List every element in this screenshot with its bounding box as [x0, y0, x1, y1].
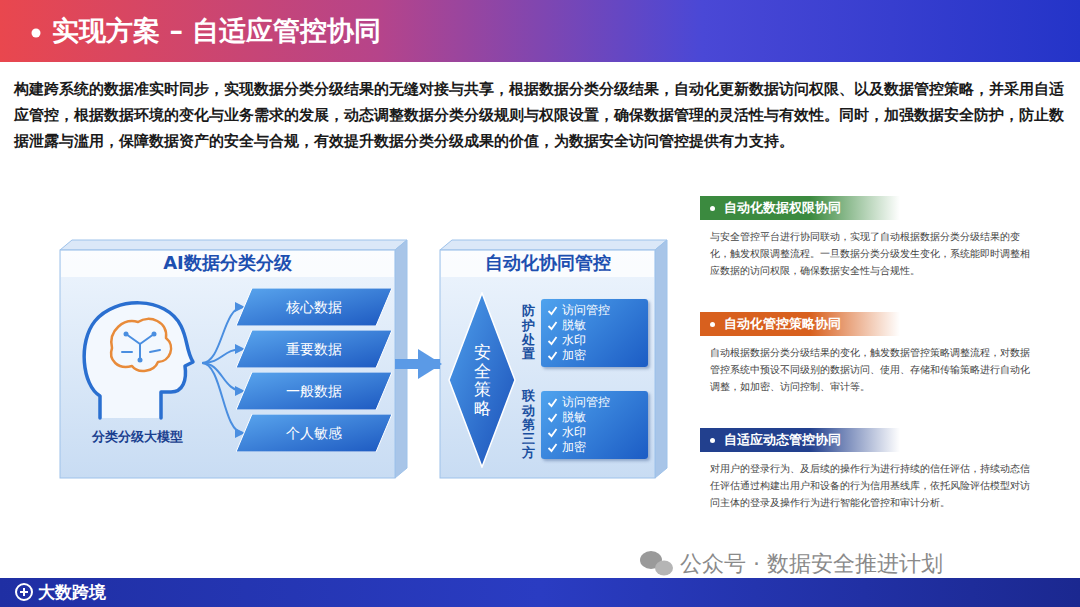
intro-paragraph: 构建跨系统的数据准实时同步，实现数据分类分级结果的无缝对接与共享，根据数据分类分… — [14, 76, 1066, 154]
action-text: 脱敏 — [562, 410, 586, 425]
check-icon — [547, 442, 558, 453]
action-text: 脱敏 — [562, 318, 586, 333]
data-level-band: 重要数据 — [236, 330, 392, 368]
section-heading: 自动化数据权限协同 — [700, 196, 900, 220]
check-icon — [547, 305, 558, 316]
vertical-label: 联动第三方 — [522, 389, 535, 460]
action-item: 加密 — [547, 348, 642, 363]
panel-box: 自动化协同管控安全策略防护处置访问管控脱敏水印加密联动第三方访问管控脱敏水印加密 — [440, 250, 655, 478]
check-icon — [547, 350, 558, 361]
action-item: 访问管控 — [547, 395, 642, 410]
check-icon — [547, 412, 558, 423]
band-label: 个人敏感 — [236, 414, 392, 452]
heading-dot — [710, 322, 715, 327]
action-item: 水印 — [547, 333, 642, 348]
band-label: 核心数据 — [236, 288, 392, 326]
panel-title: 自动化协同管控 — [440, 250, 655, 276]
branch-arrow — [202, 363, 243, 433]
action-item: 访问管控 — [547, 303, 642, 318]
section-title: 自动化管控策略协同 — [724, 315, 841, 333]
action-text: 加密 — [562, 348, 586, 363]
section-title: 自适应动态管控协同 — [724, 431, 841, 449]
vertical-label: 防护处置 — [522, 304, 535, 361]
check-icon — [547, 320, 558, 331]
data-level-band: 核心数据 — [236, 288, 392, 326]
logo-icon — [16, 584, 32, 600]
heading-dot — [710, 206, 715, 211]
data-level-band: 个人敏感 — [236, 414, 392, 452]
action-card: 联动第三方访问管控脱敏水印加密 — [522, 384, 648, 466]
action-list: 访问管控脱敏水印加密 — [541, 391, 648, 459]
action-text: 水印 — [562, 333, 586, 348]
panel-box: AI数据分类分级分类分级大模型 核心数据重要数据一般数据个人敏感 — [60, 250, 395, 478]
band-label: 一般数据 — [236, 372, 392, 410]
section-heading: 自适应动态管控协同 — [700, 428, 900, 452]
action-item: 脱敏 — [547, 410, 642, 425]
wechat-icon — [640, 551, 673, 576]
info-section: 自动化数据权限协同与安全管控平台进行协同联动，实现了自动根据数据分类分级结果的变… — [700, 196, 1045, 283]
action-item: 水印 — [547, 425, 642, 440]
action-card: 防护处置访问管控脱敏水印加密 — [522, 296, 648, 370]
data-level-band: 一般数据 — [236, 372, 392, 410]
box-3d — [440, 240, 667, 478]
section-body: 自动根据数据分类分级结果的变化，触发数据管控策略调整流程，对数据管控系统中预设不… — [700, 336, 1045, 399]
action-item: 脱敏 — [547, 318, 642, 333]
model-node: 分类分级大模型 — [72, 300, 202, 450]
action-text: 加密 — [562, 440, 586, 455]
info-section: 自动化管控策略协同自动根据数据分类分级结果的变化，触发数据管控策略调整流程，对数… — [700, 312, 1045, 399]
action-text: 访问管控 — [562, 303, 610, 318]
band-label: 重要数据 — [236, 330, 392, 368]
logo-text: 大数跨境 — [38, 581, 106, 604]
diamond-label: 安全策略 — [474, 343, 491, 418]
action-text: 水印 — [562, 425, 586, 440]
footer-bar — [0, 578, 1080, 607]
action-list: 访问管控脱敏水印加密 — [541, 299, 648, 367]
check-icon — [547, 335, 558, 346]
slide-title: 实现方案 – 自适应管控协同 — [52, 13, 381, 49]
action-item: 加密 — [547, 440, 642, 455]
branch-arrow — [202, 307, 243, 363]
heading-dot — [710, 438, 715, 443]
watermark: 公众号 · 数据安全推进计划 — [680, 549, 943, 579]
branch-arrow — [202, 349, 243, 363]
section-title: 自动化数据权限协同 — [724, 199, 841, 217]
section-body: 与安全管控平台进行协同联动，实现了自动根据数据分类分级结果的变化，触发权限调整流… — [700, 220, 1045, 283]
model-label: 分类分级大模型 — [72, 428, 202, 446]
action-text: 访问管控 — [562, 395, 610, 410]
flow-arrow — [395, 359, 440, 369]
info-section: 自适应动态管控协同对用户的登录行为、及后续的操作行为进行持续的信任评估，持续动态… — [700, 428, 1045, 515]
panel-title: AI数据分类分级 — [60, 250, 395, 276]
check-icon — [547, 397, 558, 408]
section-heading: 自动化管控策略协同 — [700, 312, 900, 336]
section-body: 对用户的登录行为、及后续的操作行为进行持续的信任评估，持续动态信任评估通过构建出… — [700, 452, 1045, 515]
ai-head-icon — [84, 303, 193, 418]
decision-diamond: 安全策略 — [448, 292, 516, 468]
title-bullet — [32, 29, 41, 38]
box-3d — [60, 240, 407, 478]
check-icon — [547, 427, 558, 438]
